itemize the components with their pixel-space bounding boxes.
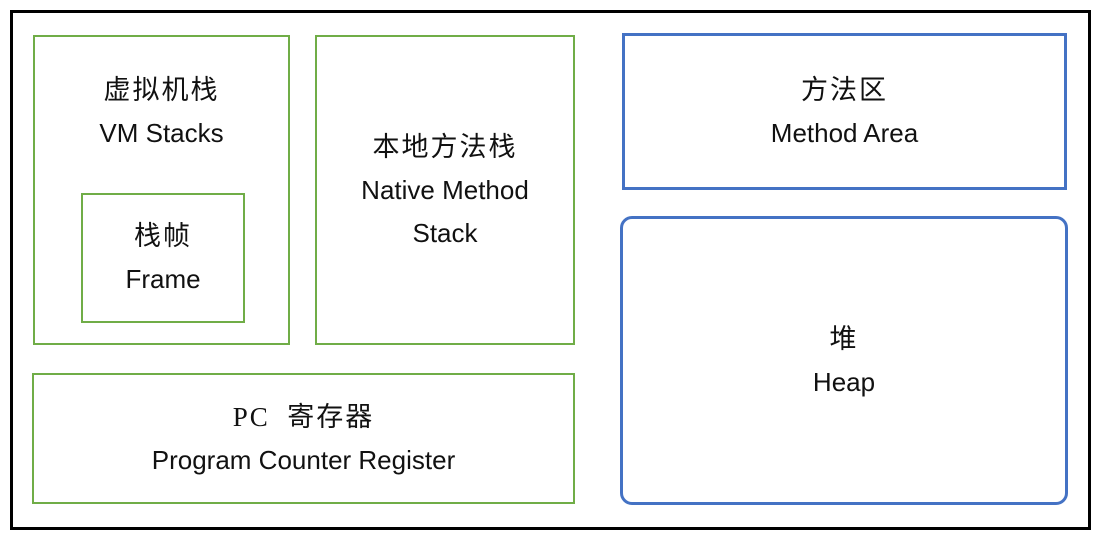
pc-register-label-en: Program Counter Register <box>151 444 456 475</box>
pc-register-box: PC 寄存器 Program Counter Register <box>32 373 575 504</box>
native-method-stack-label-zh: 本地方法栈 <box>372 131 518 162</box>
method-area-box: 方法区 Method Area <box>622 33 1067 190</box>
frame-label-en: Frame <box>125 264 201 294</box>
frame-box: 栈帧 Frame <box>81 193 245 323</box>
pc-register-label-zh: PC 寄存器 <box>232 401 375 432</box>
heap-box: 堆 Heap <box>620 216 1068 505</box>
frame-label-zh: 栈帧 <box>134 221 192 251</box>
heap-label-en: Heap <box>812 366 876 397</box>
native-method-stack-label-en: Native Method Stack <box>361 174 529 248</box>
heap-label-zh: 堆 <box>829 323 859 354</box>
vm-stacks-label-zh: 虚拟机栈 <box>103 75 220 105</box>
method-area-label-zh: 方法区 <box>801 74 888 105</box>
method-area-label-en: Method Area <box>770 117 919 148</box>
vm-stacks-label-en: VM Stacks <box>99 118 224 148</box>
native-method-stack-box: 本地方法栈 Native Method Stack <box>315 35 575 345</box>
